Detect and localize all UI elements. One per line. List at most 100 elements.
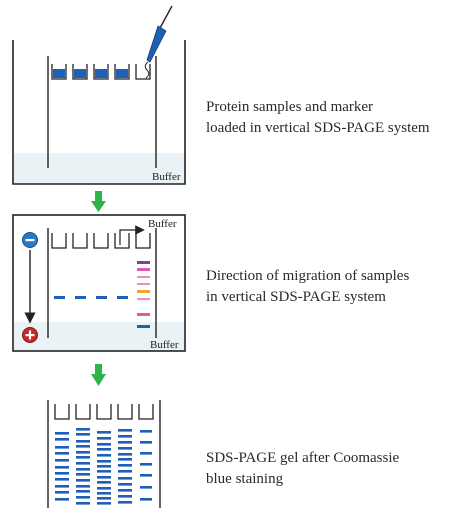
empty-wells (54, 404, 154, 420)
stained-band (97, 454, 111, 457)
caption-line: Direction of migration of samples (206, 268, 410, 284)
step-1-caption: Protein samples and marker loaded in ver… (206, 97, 430, 139)
stained-band (140, 463, 152, 466)
panel-loading: Buffer (12, 5, 186, 185)
stained-band (118, 429, 132, 432)
stained-band (55, 485, 69, 488)
stained-band (118, 495, 132, 498)
sample-band (117, 296, 128, 299)
stained-band (97, 431, 111, 434)
well (51, 233, 67, 249)
caption-line: Protein samples and marker (206, 99, 374, 115)
stained-band (140, 474, 152, 477)
sample-band (96, 296, 107, 299)
stained-band (118, 453, 132, 456)
stained-band (76, 496, 90, 499)
marker-band (137, 283, 150, 285)
well (72, 233, 88, 249)
stained-band (55, 498, 69, 501)
stained-band (76, 462, 90, 465)
stained-band (76, 433, 90, 436)
well (117, 404, 133, 420)
buffer-bottom-label: Buffer (150, 339, 179, 351)
stained-band (76, 502, 90, 505)
tank-outline (12, 214, 186, 352)
stained-band (97, 502, 111, 505)
stained-band (118, 441, 132, 444)
marker-band (137, 290, 150, 293)
stained-band (97, 443, 111, 446)
stained-band (118, 458, 132, 461)
stained-band (76, 456, 90, 459)
step-2-caption: Direction of migration of samples in ver… (206, 266, 409, 308)
stained-band (118, 447, 132, 450)
stained-band (118, 483, 132, 486)
buffer-pointer-arrow (119, 225, 145, 245)
marker-band (137, 276, 150, 278)
stained-band (55, 466, 69, 469)
anode-icon (22, 327, 38, 343)
panel-stained-gel (47, 400, 161, 508)
cathode-icon (22, 232, 38, 248)
stained-band (76, 428, 90, 431)
marker-band (137, 325, 150, 328)
stained-band (55, 452, 69, 455)
sample-band (54, 296, 65, 299)
stained-band (118, 489, 132, 492)
stained-band (118, 470, 132, 473)
stained-band (76, 468, 90, 471)
step-3-caption: SDS-PAGE gel after Coomassie blue staini… (206, 448, 399, 490)
stained-band (140, 486, 152, 489)
sample-in-well (95, 69, 107, 78)
stained-band (97, 487, 111, 490)
marker-band (137, 261, 150, 264)
stained-band (76, 473, 90, 476)
sample-in-well (74, 69, 86, 78)
stained-band (55, 472, 69, 475)
stained-band (118, 464, 132, 467)
marker-band (137, 298, 150, 300)
stained-band (118, 435, 132, 438)
buffer-label: Buffer (152, 171, 181, 183)
stained-band (76, 445, 90, 448)
stained-band (76, 490, 90, 493)
well (51, 64, 67, 80)
well (72, 64, 88, 80)
stained-band (76, 485, 90, 488)
well (75, 404, 91, 420)
flow-arrow-icon (91, 364, 106, 386)
stained-band (140, 452, 152, 455)
stained-band (55, 491, 69, 494)
sample-in-well (53, 69, 65, 78)
stained-band (140, 498, 152, 501)
marker-band (137, 313, 150, 316)
stained-band (97, 492, 111, 495)
well (135, 64, 151, 80)
caption-line: blue staining (206, 471, 284, 487)
loaded-wells (51, 64, 151, 80)
stained-band (97, 437, 111, 440)
panel-migration: Buffer Buffer (12, 214, 186, 352)
stained-band (55, 459, 69, 462)
stained-band (118, 477, 132, 480)
well (138, 404, 154, 420)
well (114, 233, 130, 249)
stained-band (76, 479, 90, 482)
stained-band (97, 465, 111, 468)
stained-band (55, 478, 69, 481)
pipette-icon (144, 5, 173, 79)
caption-line: loaded in vertical SDS-PAGE system (206, 120, 430, 136)
stained-band (140, 430, 152, 433)
well (96, 404, 112, 420)
stained-band (97, 481, 111, 484)
caption-line: SDS-PAGE gel after Coomassie (206, 450, 400, 466)
empty-wells (51, 233, 151, 249)
stained-band (97, 448, 111, 451)
well (54, 404, 70, 420)
well (135, 233, 151, 249)
flow-arrow-icon (91, 191, 106, 212)
protein-marker-ladder (137, 261, 150, 328)
stained-band (97, 476, 111, 479)
stained-band (55, 438, 69, 441)
